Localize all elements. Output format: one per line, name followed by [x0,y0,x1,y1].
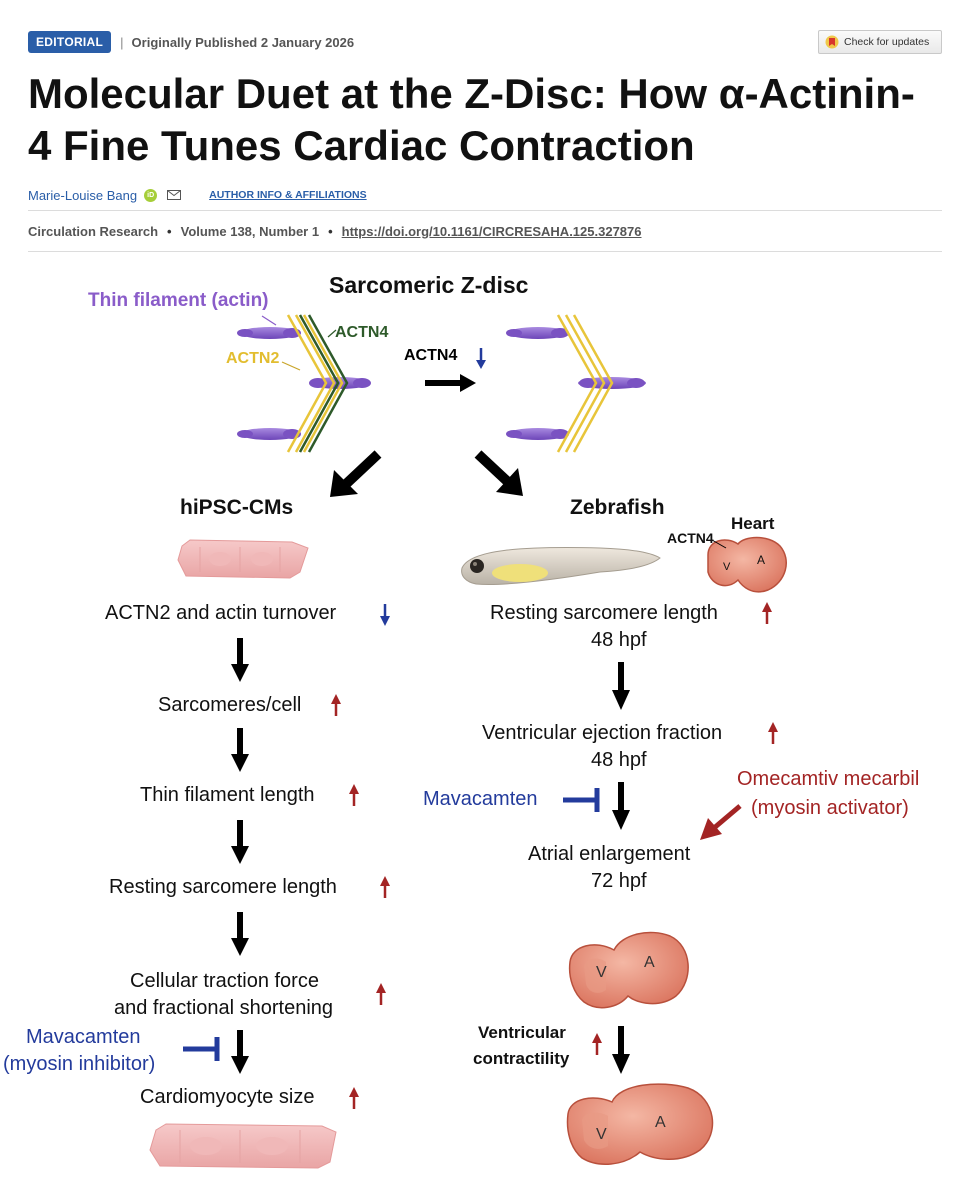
activation-arrow [700,804,742,840]
z-disc-with-actn4 [237,314,371,453]
zebrafish-larva [461,547,661,585]
flow-arrows-left [231,638,249,1074]
left-step: Cardiomyocyte size [140,1086,315,1108]
myosin-inhibitor-label: (myosin inhibitor) [3,1053,156,1075]
actn4-crosslinks [298,314,349,453]
right-step: 72 hpf [591,870,647,892]
divider [28,210,942,211]
thin-filament-label: Thin filament (actin) [88,290,269,311]
zebrafish-title: Zebrafish [570,496,665,519]
knockdown-arrow [425,374,476,392]
inhibition-symbol [563,788,600,812]
author-info-link[interactable]: AUTHOR INFO & AFFILIATIONS [209,189,367,201]
check-for-updates-label: Check for updates [844,36,930,48]
zebrafish-heart-enlarged-atrium [568,931,689,1009]
citation-separator: • [167,223,172,239]
left-step: Cellular traction force [130,970,319,992]
zebrafish-heart-small [707,536,787,593]
thin-filament [506,327,646,440]
left-step: Resting sarcomere length [109,876,337,898]
down-arrow-icon [380,604,390,626]
meta-separator: | [120,34,124,50]
orcid-icon[interactable]: iD [144,188,158,202]
ventricle-label: V [596,1126,607,1143]
divider [28,251,942,252]
contractility-label: contractility [473,1049,570,1068]
doi-link[interactable]: https://doi.org/10.1161/CIRCRESAHA.125.3… [341,223,642,239]
mavacamten-label: Mavacamten [423,788,538,810]
up-arrow-icon [768,722,778,744]
up-arrow-icon [380,876,390,898]
contractility-label: Ventricular [478,1023,566,1042]
z-disc-title: Sarcomeric Z-disc [329,272,529,298]
z-disc-actn4-depleted [506,314,646,453]
left-step: and fractional shortening [114,997,334,1019]
email-icon[interactable] [167,190,182,200]
mavacamten-label: Mavacamten [26,1026,141,1048]
right-step: 48 hpf [591,629,647,651]
article-title: Molecular Duet at the Z-Disc: How α-Acti… [28,70,915,169]
up-arrow-icon [331,694,341,716]
actn4-knockdown-label: ACTN4 [404,347,458,364]
actn2-crosslinks [286,314,344,453]
left-step: ACTN2 and actin turnover [105,602,337,624]
volume-info: Volume 138, Number 1 [180,223,320,239]
zebrafish-heart-final [566,1083,714,1165]
right-step: 48 hpf [591,749,647,771]
up-arrow-icon [349,1087,359,1109]
author-name[interactable]: Marie-Louise Bang [28,187,138,203]
atrium-label: A [644,954,655,971]
down-arrow-icon [476,348,486,369]
crossmark-icon [825,35,839,49]
hipsc-cms-title: hiPSC-CMs [180,496,294,519]
ventricle-label: V [723,561,731,573]
author-row: Marie-Louise Bang iD AUTHOR INFO & AFFIL… [28,184,367,206]
up-arrow-icon [349,784,359,806]
heart-actn4-label: ACTN4 [667,530,714,546]
left-step: Sarcomeres/cell [158,694,302,716]
heart-label: Heart [731,514,775,533]
right-step: Atrial enlargement [528,843,691,865]
atrium-label: A [655,1114,666,1131]
article-meta-row: EDITORIAL | Originally Published 2 Janua… [28,31,354,53]
right-step: Resting sarcomere length [490,602,718,624]
split-arrow-right [474,450,523,496]
inhibition-symbol [183,1037,220,1061]
right-step: Ventricular ejection fraction [482,722,723,744]
split-arrow-left [330,450,382,497]
up-arrow-icon [762,602,772,624]
enlarged-cardiomyocyte [149,1123,337,1169]
article-type-badge: EDITORIAL [28,31,112,53]
actn2-label: ACTN2 [226,350,280,367]
ventricle-label: V [596,964,607,981]
atrium-label: A [757,553,766,567]
publication-date: Originally Published 2 January 2026 [131,34,355,50]
check-for-updates-button[interactable]: Check for updates [818,30,942,54]
up-arrow-icon [592,1033,602,1055]
citation-separator: • [328,223,333,239]
myosin-activator-label: (myosin activator) [751,797,909,819]
up-arrow-icon [376,983,386,1005]
omecamtiv-label: Omecamtiv mecarbil [737,768,920,790]
actn4-label: ACTN4 [335,324,389,341]
journal-name: Circulation Research [28,223,159,239]
citation-row: Circulation Research • Volume 138, Numbe… [28,221,642,241]
flow-arrows-right [612,662,630,1074]
actn2-crosslinks [556,314,614,453]
cardiomyocyte-cell [177,539,309,579]
left-step: Thin filament length [140,784,315,806]
